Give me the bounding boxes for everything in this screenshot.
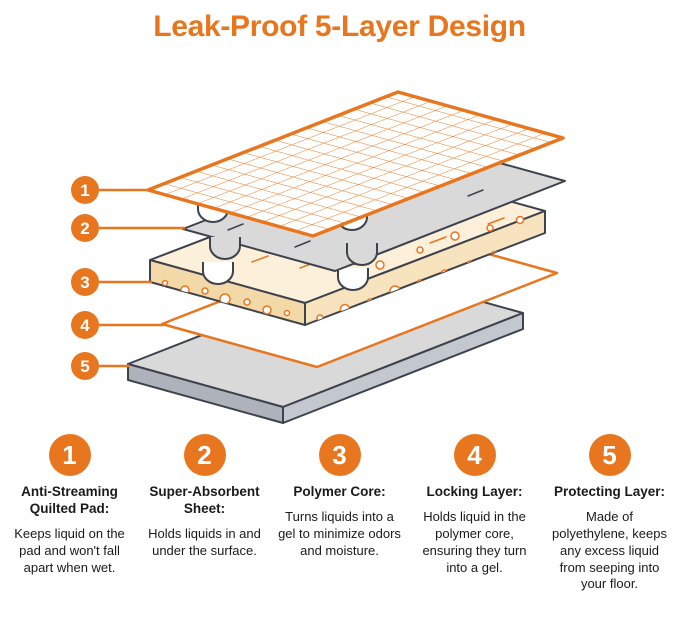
feature-description: Made of polyethylene, keeps any excess l… xyxy=(552,508,667,592)
layer-marker-5: 5 xyxy=(71,352,99,380)
feature-heading: Protecting Layer: xyxy=(553,484,666,499)
feature-description: Holds liquids in and under the surface. xyxy=(148,525,261,558)
feature-heading: Super-Absorbent Sheet: xyxy=(149,484,260,516)
svg-text:5: 5 xyxy=(80,357,89,376)
feature-number-badge: 4 xyxy=(453,434,496,476)
feature-column-1: 1 Anti-Streaming Quilted Pad: Keeps liqu… xyxy=(8,434,131,593)
page-title: Leak-Proof 5-Layer Design xyxy=(153,10,526,43)
marker-leader-lines xyxy=(99,188,185,368)
feature-heading: Polymer Core: xyxy=(293,484,386,499)
layer-marker-4: 4 xyxy=(71,311,99,339)
feature-number-badge: 2 xyxy=(183,434,226,476)
funnel-cup xyxy=(209,237,378,266)
svg-text:3: 3 xyxy=(80,273,89,292)
feature-column-5: 5 Protecting Layer: Made of polyethylene… xyxy=(548,434,671,593)
funnel-cup xyxy=(202,262,369,291)
feature-column-3: 3 Polymer Core: Turns liquids into a gel… xyxy=(278,434,401,593)
layer-diagram: 1 2 3 4 5 xyxy=(71,90,566,424)
feature-description: Holds liquid in the polymer core, ensuri… xyxy=(422,508,527,575)
layer-marker-3: 3 xyxy=(71,268,99,296)
layer-marker-2: 2 xyxy=(71,214,99,242)
feature-number-badge: 5 xyxy=(588,434,631,476)
svg-text:4: 4 xyxy=(80,316,90,335)
feature-heading: Anti-Streaming Quilted Pad: xyxy=(21,484,118,516)
feature-description: Keeps liquid on the pad and won't fall a… xyxy=(14,525,125,575)
quilted-pad-mesh-shape xyxy=(146,90,565,238)
feature-number-badge: 3 xyxy=(318,434,361,476)
svg-text:2: 2 xyxy=(80,219,89,238)
svg-text:1: 1 xyxy=(80,181,89,200)
feature-legend: 1 Anti-Streaming Quilted Pad: Keeps liqu… xyxy=(0,430,679,593)
feature-heading: Locking Layer: xyxy=(426,484,523,499)
layer-marker-1: 1 xyxy=(71,176,99,204)
feature-number-badge: 1 xyxy=(48,434,91,476)
feature-description: Turns liquids into a gel to minimize odo… xyxy=(278,508,401,558)
quilt-ticks-sheet xyxy=(227,189,484,248)
feature-column-2: 2 Super-Absorbent Sheet: Holds liquids i… xyxy=(143,434,266,593)
feature-column-4: 4 Locking Layer: Holds liquid in the pol… xyxy=(413,434,536,593)
